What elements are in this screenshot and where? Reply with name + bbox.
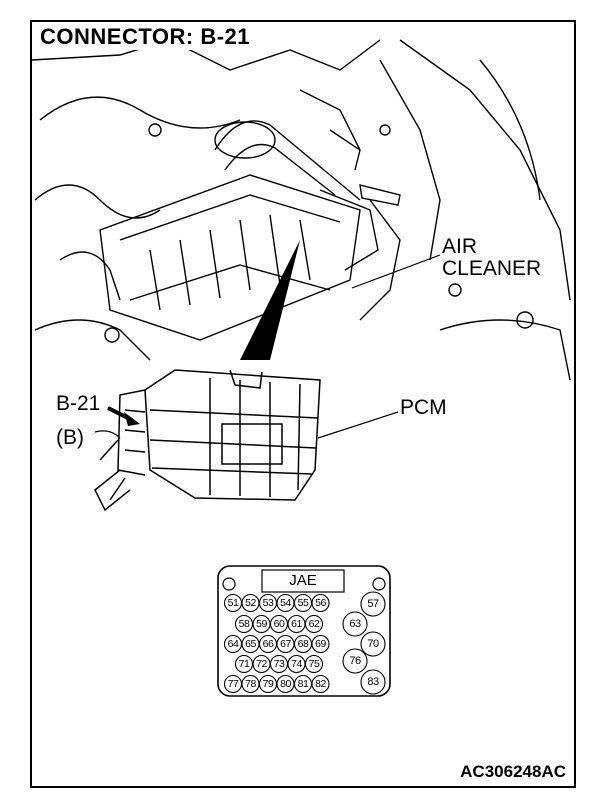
page-title: CONNECTOR: B-21 <box>38 24 253 50</box>
pointer-triangle <box>240 240 300 360</box>
pin-circle <box>342 648 368 674</box>
pin-number: 67 <box>280 638 291 650</box>
pcm-illustration <box>94 369 321 512</box>
pin-number: 81 <box>297 678 309 690</box>
pin-number: 59 <box>256 618 267 630</box>
pin-number: 65 <box>245 638 256 650</box>
pin-number: 69 <box>315 638 326 650</box>
air-cleaner-leader <box>351 254 441 289</box>
pin-number: 58 <box>238 618 250 630</box>
figure-code: AC306248AC <box>460 762 566 781</box>
pin-number: 76 <box>349 655 361 667</box>
connector-key <box>261 569 345 593</box>
pin-number: 79 <box>262 678 274 690</box>
pin-circle <box>360 669 386 695</box>
pin-circle <box>342 611 368 637</box>
air-cleaner-label-line2: CLEANER <box>442 257 542 280</box>
pin-number: 63 <box>349 618 361 630</box>
pin-circle <box>311 634 330 654</box>
pin-number: 71 <box>238 658 250 670</box>
pin-number: 56 <box>315 597 326 609</box>
pin-number: 73 <box>273 658 285 670</box>
pin-number: 77 <box>227 678 239 690</box>
pin-number: 82 <box>315 678 326 690</box>
connector-color-label: (B) <box>56 426 84 449</box>
pin-circle <box>304 654 324 674</box>
pin-circle <box>311 593 330 613</box>
pcm-label: PCM <box>400 396 447 419</box>
pin-number: 57 <box>367 598 379 610</box>
pcm-leader <box>317 411 399 439</box>
figure-frame <box>30 20 576 788</box>
pin-circle <box>360 591 386 617</box>
pin-number: 64 <box>227 638 239 650</box>
pin-number: 54 <box>280 597 291 609</box>
pin-number: 72 <box>256 658 267 670</box>
pin-number: 83 <box>367 676 379 688</box>
pin-number: 70 <box>367 638 379 650</box>
connector-label: B-21 <box>56 392 101 415</box>
pin-circle <box>311 674 330 694</box>
pin-number: 52 <box>245 597 256 609</box>
pin-number: 78 <box>245 678 256 690</box>
pin-number: 66 <box>262 638 274 650</box>
pin-number: 80 <box>280 678 291 690</box>
air-cleaner-label-line1: AIR <box>442 235 478 258</box>
pin-number: 62 <box>308 618 320 630</box>
pin-number: 60 <box>273 618 285 630</box>
pin-circle <box>360 631 386 657</box>
pin-number: 53 <box>262 597 274 609</box>
pin-number: 55 <box>297 597 309 609</box>
pin-number: 61 <box>291 618 302 630</box>
pin-number: 68 <box>297 638 309 650</box>
connector-type-label: JAE <box>289 572 317 589</box>
pin-number: 75 <box>308 658 320 670</box>
pin-number: 51 <box>227 597 239 609</box>
pin-number: 74 <box>291 658 302 670</box>
pin-circle <box>304 614 324 634</box>
